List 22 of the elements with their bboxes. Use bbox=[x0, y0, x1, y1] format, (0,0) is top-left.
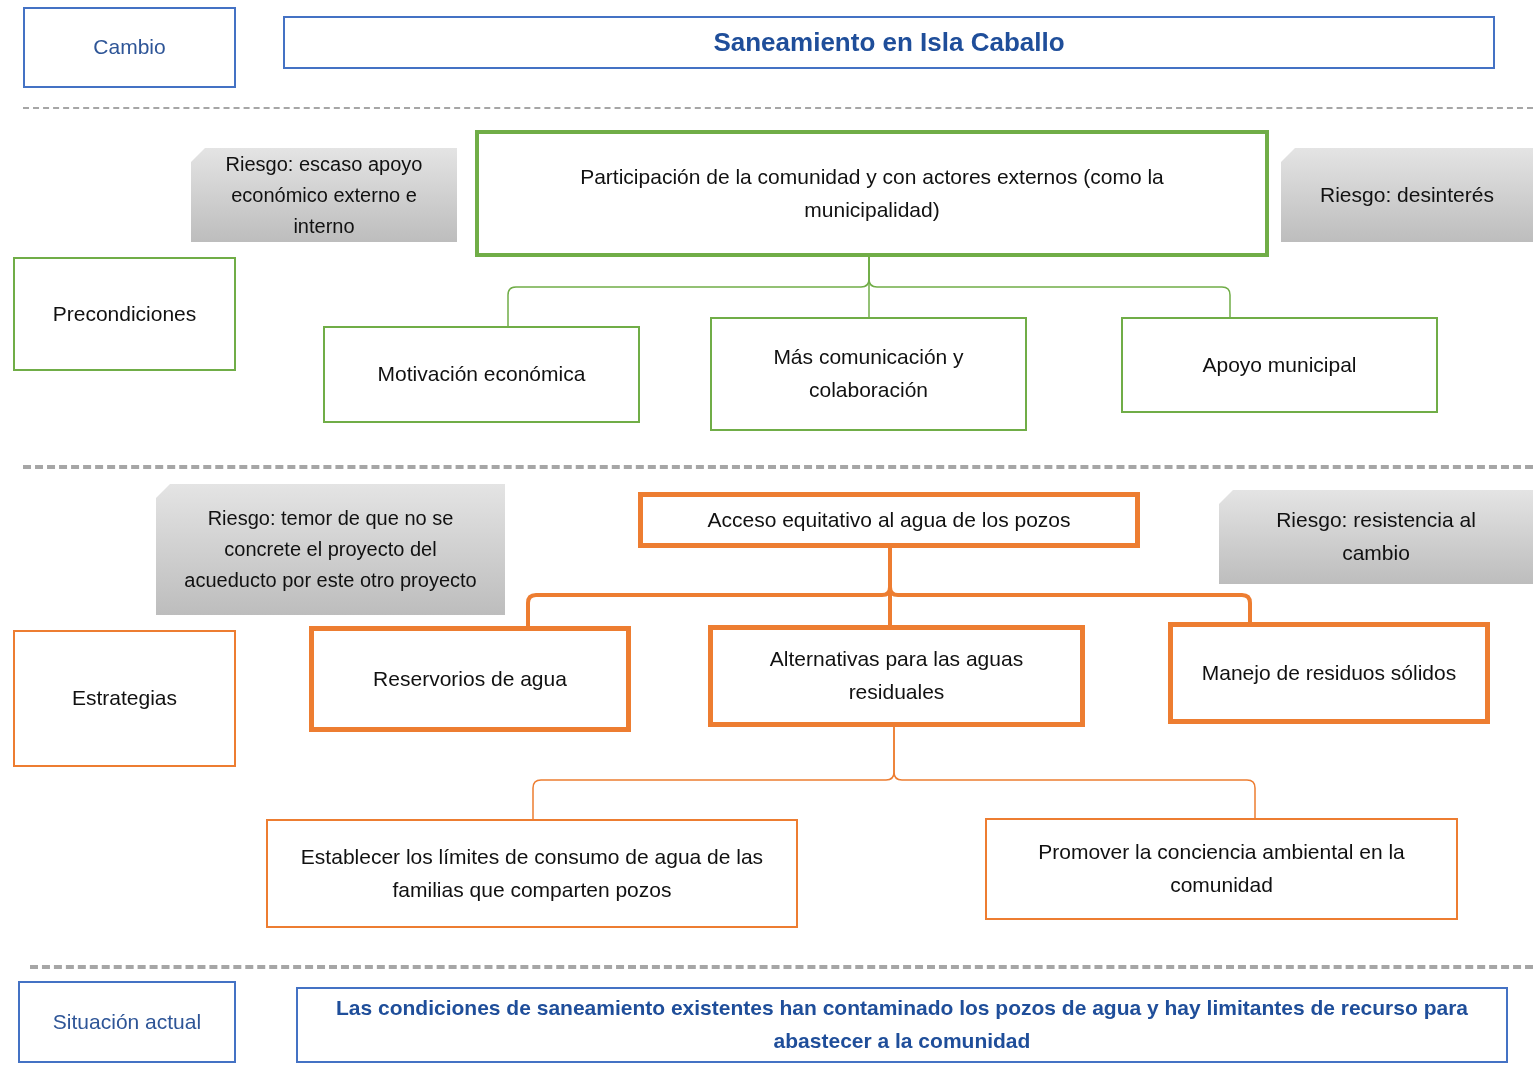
statement-box: Las condiciones de saneamiento existentes han contaminado los pozos de agua y hay limitantes de recurso para abastecer a la comunidad bbox=[296, 987, 1508, 1063]
risk-box: Riesgo: desinterés bbox=[1281, 148, 1533, 242]
title-box: Saneamiento en Isla Caballo bbox=[283, 16, 1495, 69]
outcome-box: Participación de la comunidad y con actores externos (como la municipalidad) bbox=[475, 130, 1269, 257]
precondition-box: Motivación económica bbox=[323, 326, 640, 423]
action-box: Promover la conciencia ambiental en la comunidad bbox=[985, 818, 1458, 920]
level-label-box: Cambio bbox=[23, 7, 236, 88]
action-box: Establecer los límites de consumo de agua de las familias que comparten pozos bbox=[266, 819, 798, 928]
precondition-box: Más comunicación y colaboración bbox=[710, 317, 1027, 431]
strategy-box: Alternativas para las aguas residuales bbox=[708, 625, 1085, 727]
risk-box: Riesgo: escaso apoyo económico externo e interno bbox=[191, 148, 457, 242]
level-label-box: Situación actual bbox=[18, 981, 236, 1063]
risk-box: Riesgo: resistencia al cambio bbox=[1219, 490, 1533, 584]
strategy-box: Manejo de residuos sólidos bbox=[1168, 622, 1490, 724]
level-label-box: Estrategias bbox=[13, 630, 236, 767]
risk-box: Riesgo: temor de que no se concrete el proyecto del acueducto por este otro proyecto bbox=[156, 484, 505, 615]
precondition-box: Apoyo municipal bbox=[1121, 317, 1438, 413]
outcome-box: Acceso equitativo al agua de los pozos bbox=[638, 492, 1140, 548]
connector-line bbox=[893, 726, 1256, 819]
strategy-box: Reservorios de agua bbox=[309, 626, 631, 732]
level-label-box: Precondiciones bbox=[13, 257, 236, 371]
connector-line bbox=[868, 256, 1231, 318]
